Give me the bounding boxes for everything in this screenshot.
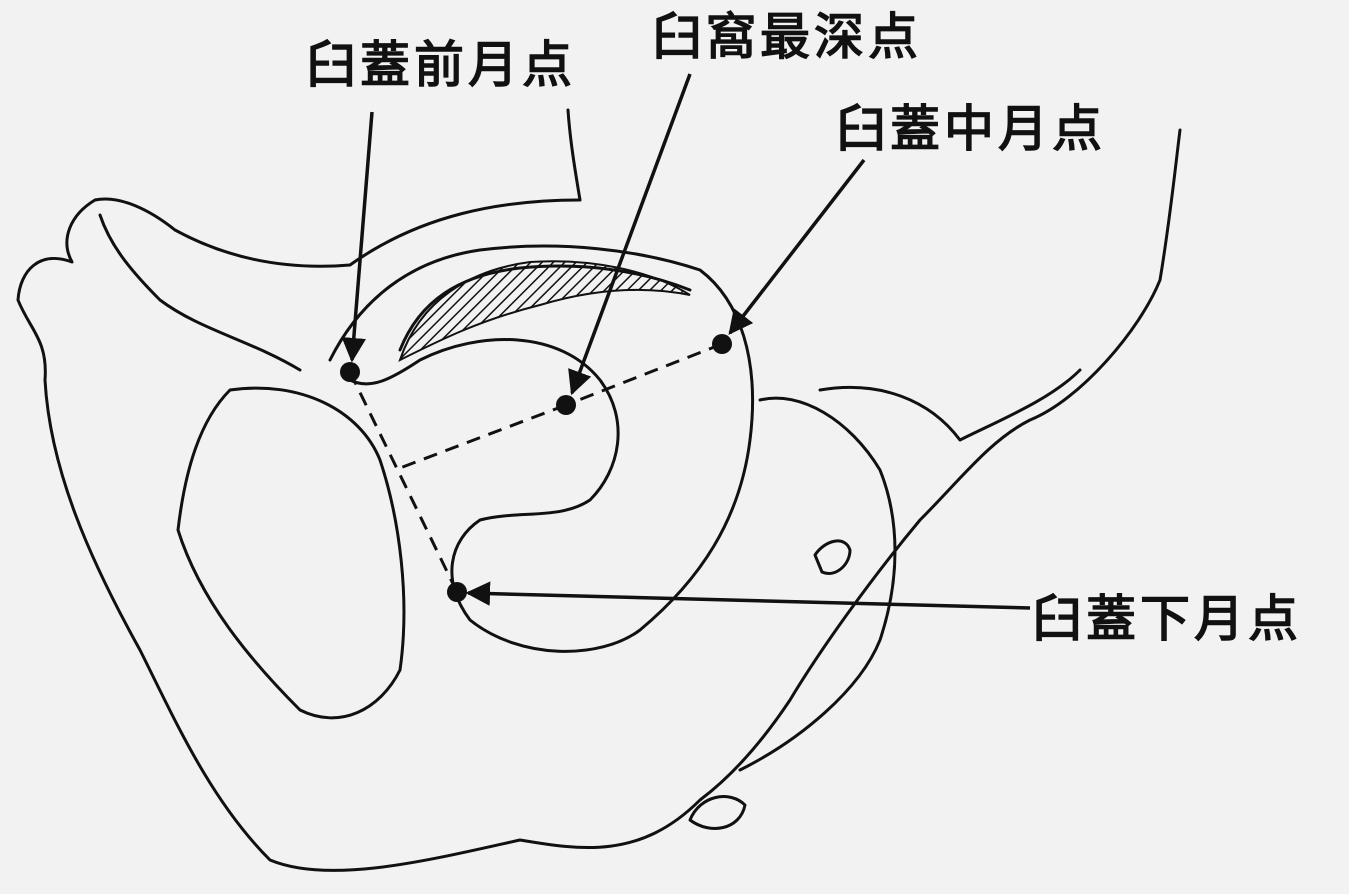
arrow-deepest [572,74,690,393]
pelvis-outline [18,130,1180,870]
dashed-line-deepest-to-front [400,405,566,468]
point-anterior [340,362,360,382]
point-middle [712,334,732,354]
acetabulum-rim [330,246,753,651]
label-middle-edge-point: 臼蓋中月点 [836,104,1106,154]
arrow-inferior [468,593,1030,608]
point-deepest [556,395,576,415]
label-anterior-edge-point: 臼蓋前月点 [306,40,576,90]
label-inferior-edge-point: 臼蓋下月点 [1032,594,1302,644]
iliac-crest [95,199,580,266]
arrow-middle [730,160,864,333]
label-deepest-point: 臼窩最深点 [652,12,922,62]
upper-line [568,110,580,200]
point-inferior [447,582,467,602]
obturator-foramen [178,388,404,718]
dashed-line-middle-to-deepest [566,344,722,405]
arrow-anterior [352,112,372,360]
dashed-line-anterior-to-inferior [350,372,457,592]
